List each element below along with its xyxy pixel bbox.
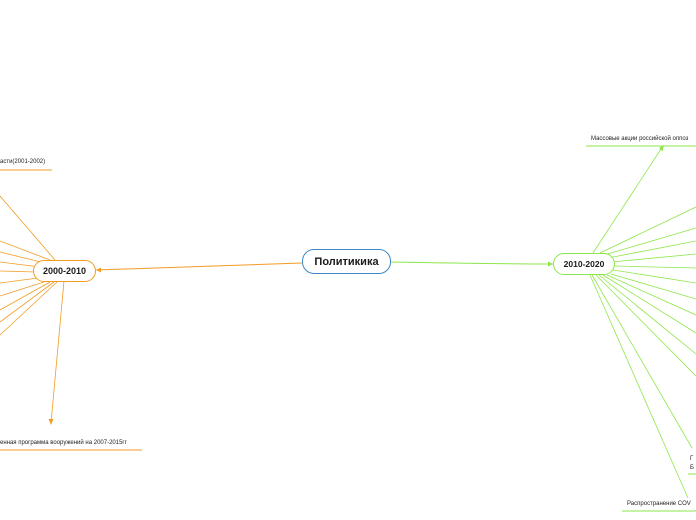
subtopic-right-1[interactable]: Массовые акции российской оппоз	[591, 136, 689, 142]
arrowhead-right	[548, 261, 553, 267]
central-topic[interactable]: Политикика	[302, 249, 391, 274]
arrowhead-right-top	[659, 145, 664, 152]
subtopic-right-4[interactable]: Б	[690, 465, 694, 471]
branch-topic-2010-2020[interactable]: 2010-2020	[553, 253, 615, 275]
branch-topic-2000-2010[interactable]: 2000-2010	[33, 260, 96, 282]
subtopic-right-2[interactable]: Распространение COV	[627, 501, 691, 507]
arrowhead-left	[96, 267, 101, 273]
connector-root-right	[390, 261, 554, 265]
subtopic-right-3[interactable]: Г	[690, 456, 694, 462]
right-branch-lines	[589, 145, 696, 499]
left-branch-lines	[0, 195, 65, 424]
subtopic-left-1[interactable]: асти(2001-2002)	[0, 159, 46, 165]
subtopic-left-2[interactable]: енная программа вооружений на 2007-2015г…	[0, 440, 127, 446]
arrowhead-left-bottom	[48, 419, 54, 425]
connector-root-left	[95, 262, 303, 271]
